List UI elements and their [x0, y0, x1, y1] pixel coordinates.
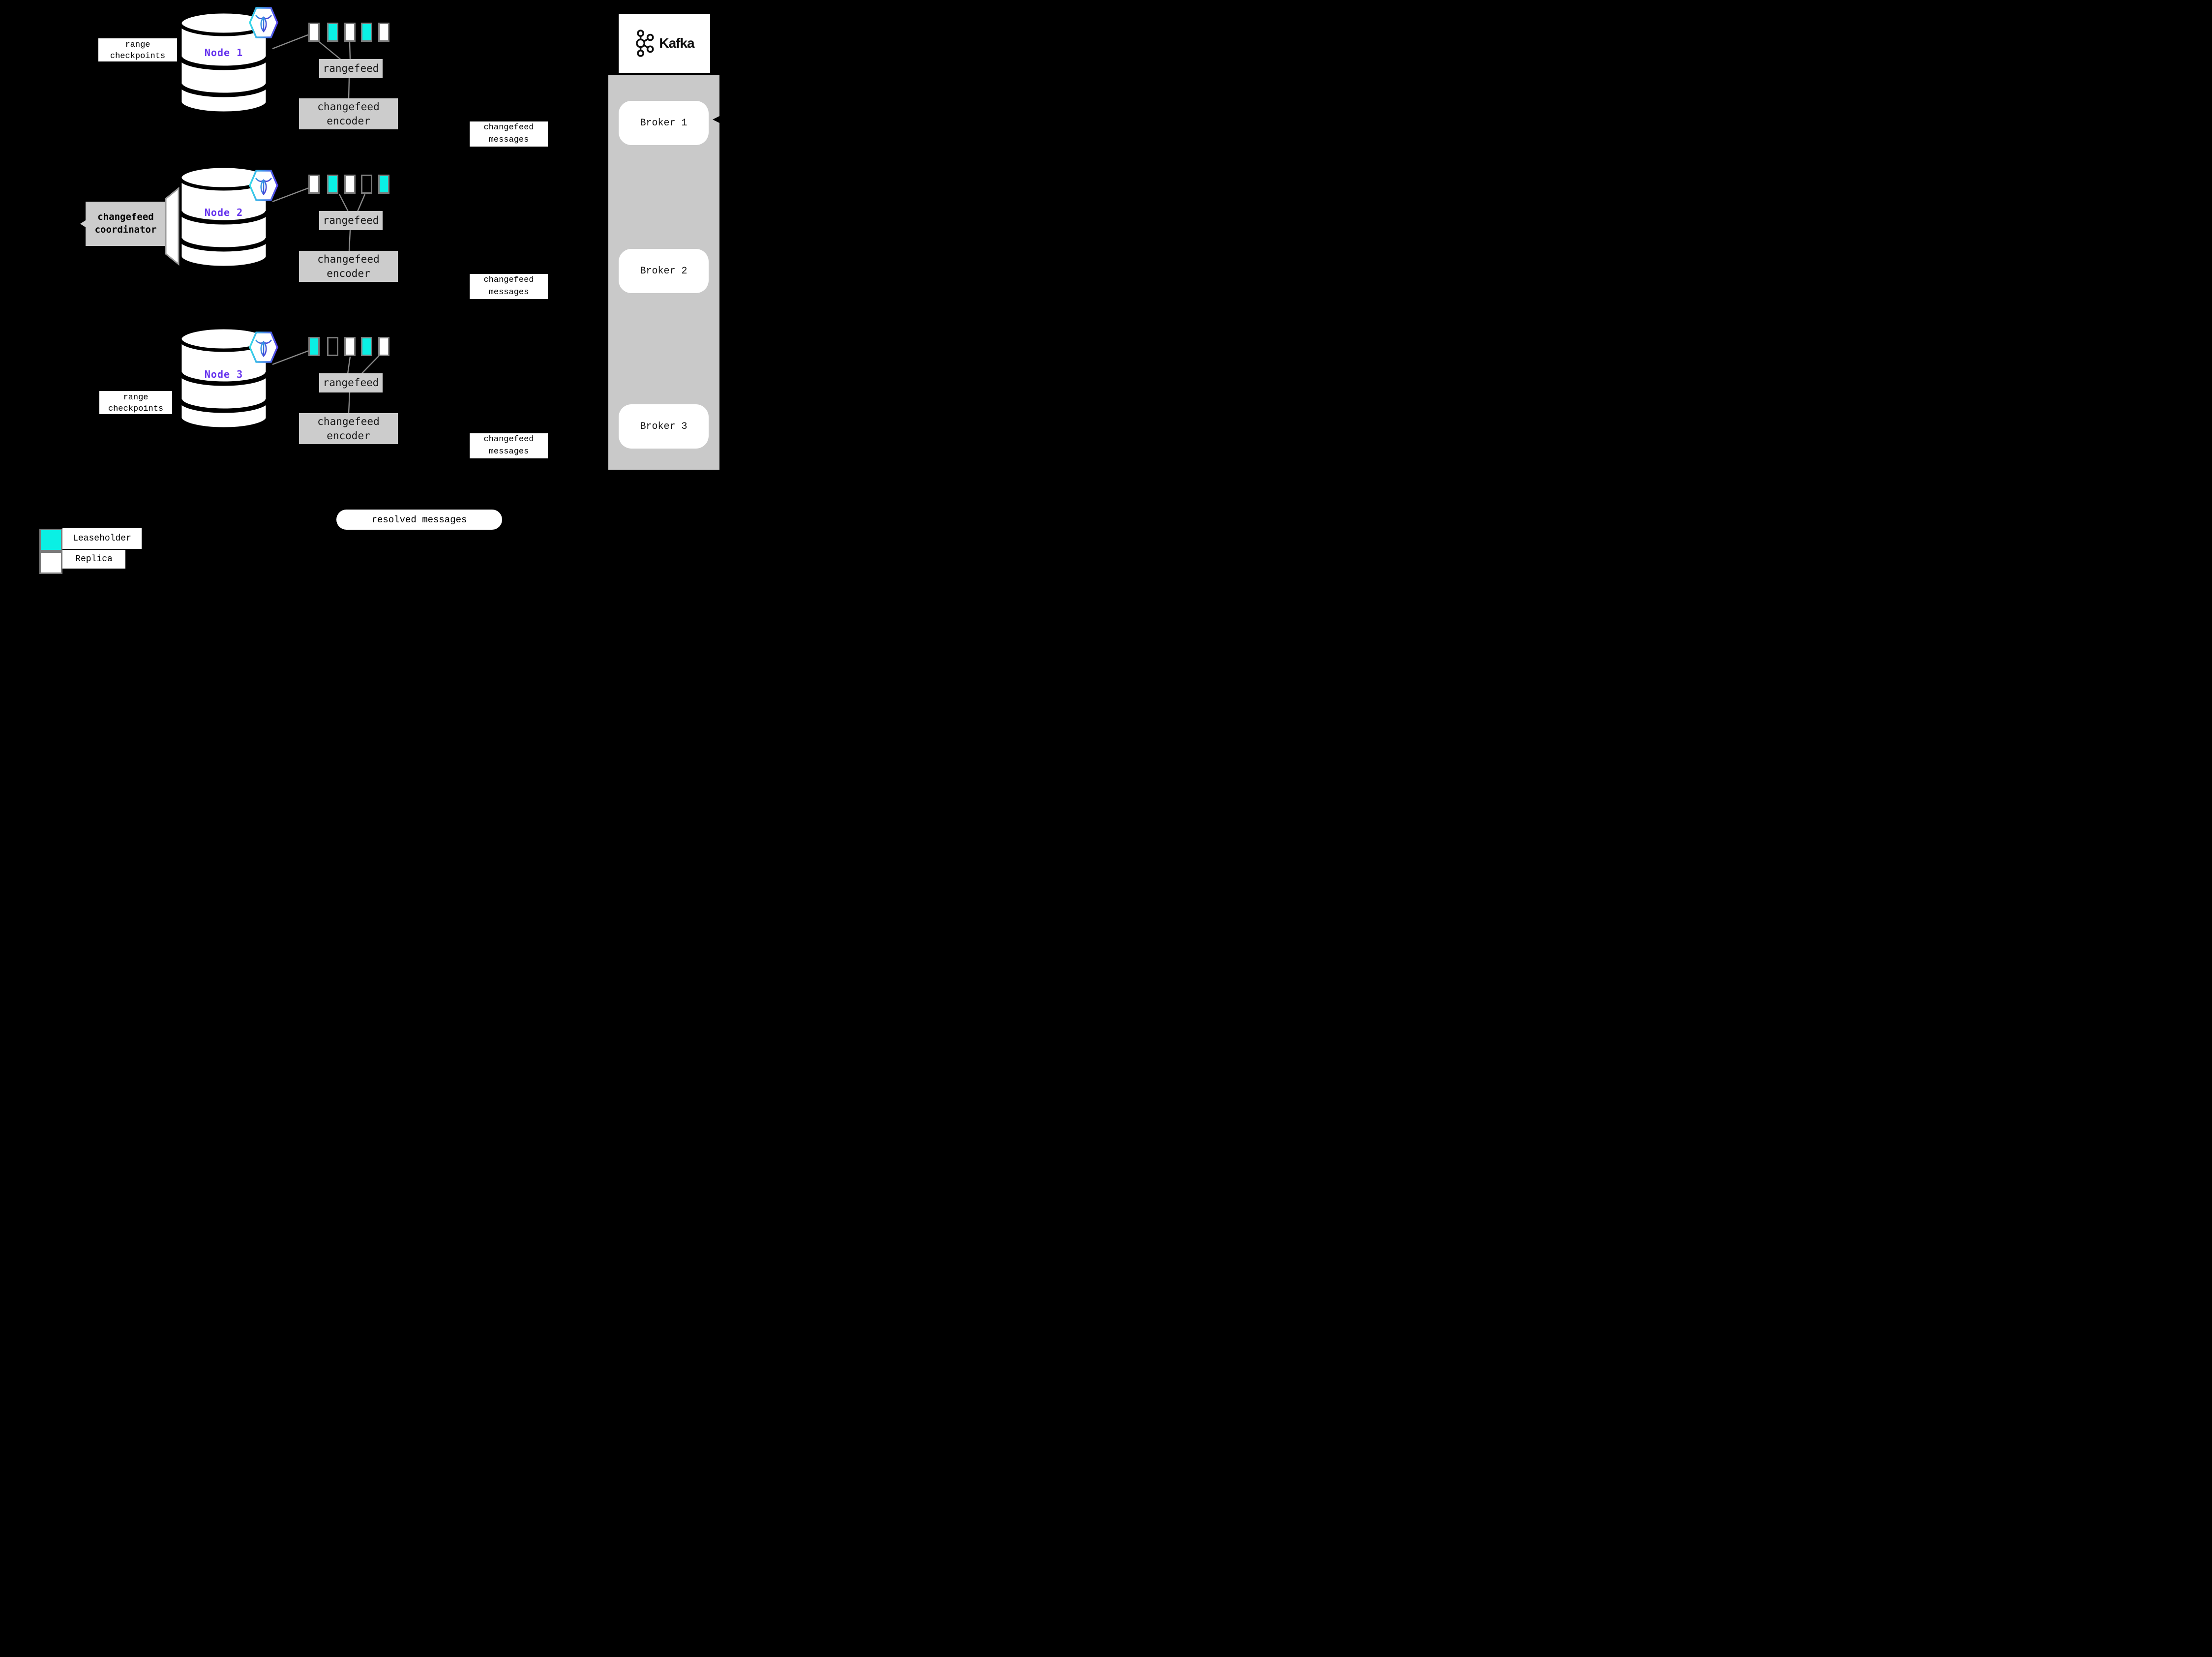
node3-database-cylinder [178, 326, 269, 431]
kafka-title: Kafka [659, 35, 694, 51]
changefeed-coordinator-label: changefeed coordinator [86, 202, 166, 246]
legend-replica-label: Replica [62, 550, 125, 569]
node2-rangefeed-box: rangefeed [319, 211, 383, 230]
cockroachdb-icon [249, 7, 278, 38]
coordinator-flag [164, 187, 180, 266]
range-square-replica [344, 337, 356, 356]
range-square-leaseholder [361, 337, 372, 356]
range-square-empty [327, 337, 338, 356]
range-square-empty [361, 175, 372, 194]
node2-changefeed-encoder-box: changefeed encoder [299, 251, 398, 282]
range-square-replica [378, 23, 389, 42]
node1-changefeed-messages-label: changefeed messages [470, 121, 548, 147]
cockroachdb-icon [249, 331, 278, 363]
kafka-header: Kafka [619, 14, 710, 73]
node3-changefeed-messages-label: changefeed messages [470, 433, 548, 458]
range-checkpoints-label-bottom: range checkpoints [99, 391, 172, 414]
node1-database-cylinder [178, 10, 269, 115]
broker-3: Broker 3 [619, 404, 709, 449]
resolved-messages-pill: resolved messages [336, 510, 502, 530]
range-square-replica [344, 175, 356, 194]
node3-range-squares [308, 337, 392, 356]
legend-leaseholder-label: Leaseholder [62, 528, 142, 549]
node3-rangefeed-box: rangefeed [319, 373, 383, 392]
node3-changefeed-encoder-box: changefeed encoder [299, 413, 398, 444]
node2-label: Node 2 [204, 207, 243, 218]
node3-label: Node 3 [204, 368, 243, 380]
range-square-leaseholder [327, 23, 338, 42]
node1-label: Node 1 [204, 47, 243, 59]
kafka-logo-icon [634, 29, 655, 58]
range-checkpoints-label-top: range checkpoints [98, 38, 177, 61]
legend-replica-swatch [39, 551, 62, 574]
range-square-replica [308, 23, 320, 42]
node1-range-squares [308, 23, 392, 42]
range-square-leaseholder [378, 175, 389, 194]
kafka-broker-column: Broker 1 Broker 2 Broker 3 [608, 75, 719, 470]
node1-changefeed-encoder-box: changefeed encoder [299, 98, 398, 129]
broker-2: Broker 2 [619, 249, 709, 293]
coordinator-notch [80, 220, 86, 227]
node2-range-squares [308, 175, 392, 194]
cockroachdb-icon [249, 170, 278, 201]
broker-1: Broker 1 [619, 101, 709, 145]
arrowhead-left-icon [713, 116, 719, 123]
range-square-replica [344, 23, 356, 42]
range-square-replica [308, 175, 320, 194]
range-square-leaseholder [361, 23, 372, 42]
range-square-replica [378, 337, 389, 356]
node1-rangefeed-box: rangefeed [319, 59, 383, 78]
node2-changefeed-messages-label: changefeed messages [470, 274, 548, 299]
node2-database-cylinder [178, 164, 269, 270]
diagram-canvas: Node 1 rangefeed changefeed encoder chan… [0, 0, 771, 577]
range-square-leaseholder [308, 337, 320, 356]
legend-leaseholder-swatch [39, 529, 62, 551]
range-square-leaseholder [327, 175, 338, 194]
